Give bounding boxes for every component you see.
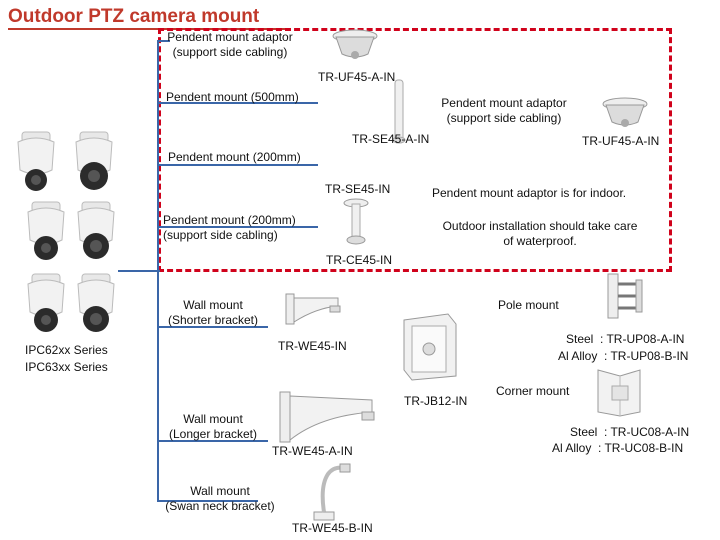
ptz-camera-icon bbox=[27, 201, 65, 260]
pendent-mount-adaptor-icon bbox=[332, 29, 378, 59]
wall-longer-label: Wall mount (Longer bracket) bbox=[168, 412, 258, 441]
ptz-camera-icon bbox=[77, 273, 115, 332]
pendent-adaptor-top-label: Pendent mount adaptor (support side cabl… bbox=[167, 30, 293, 59]
tr-se45-a-label: TR-SE45-A-IN bbox=[352, 132, 430, 146]
pendent-pole-500-icon bbox=[392, 79, 406, 144]
ptz-camera-icon bbox=[75, 131, 113, 190]
tr-uf45-right-label: TR-UF45-A-IN bbox=[582, 134, 660, 148]
corner-mount-icon bbox=[597, 369, 641, 417]
wall-shorter-label: Wall mount (Shorter bracket) bbox=[167, 298, 259, 327]
wall-swan-label: Wall mount (Swan neck bracket) bbox=[165, 484, 275, 513]
tr-uf45-top-label: TR-UF45-A-IN bbox=[318, 70, 396, 84]
camera-connector-line bbox=[118, 270, 160, 272]
branch-pendent-200 bbox=[158, 164, 318, 166]
pendent-200-side-label: Pendent mount (200mm) (support side cabl… bbox=[163, 213, 296, 242]
tr-we45-label: TR-WE45-IN bbox=[278, 339, 347, 353]
pendent-500-label: Pendent mount (500mm) bbox=[166, 90, 299, 104]
corner-al-label: Al Alloy : TR-UC08-B-IN bbox=[552, 441, 684, 455]
camera-series-label: IPC63xx Series bbox=[25, 360, 108, 374]
indoor-note: Pendent mount adaptor is for indoor. bbox=[432, 186, 627, 200]
pendent-pole-200-icon bbox=[343, 198, 369, 245]
title-underline bbox=[8, 28, 290, 30]
indoor-mount-group-box bbox=[158, 28, 672, 272]
branch-wall-swan bbox=[158, 500, 258, 502]
tr-we45-b-label: TR-WE45-B-IN bbox=[292, 521, 373, 535]
corner-steel-label: Steel : TR-UC08-A-IN bbox=[570, 425, 690, 439]
pole-mount-label: Pole mount bbox=[498, 298, 559, 312]
ptz-camera-icon bbox=[17, 131, 55, 191]
ptz-camera-icon bbox=[77, 201, 115, 259]
tr-ce45-label: TR-CE45-IN bbox=[326, 253, 393, 267]
main-vertical-wire bbox=[157, 40, 159, 502]
branch-wall-shorter bbox=[158, 326, 268, 328]
pendent-adaptor-right-label: Pendent mount adaptor (support side cabl… bbox=[441, 96, 567, 125]
branch-pendent-500 bbox=[158, 102, 318, 104]
tr-se45-label: TR-SE45-IN bbox=[325, 182, 391, 196]
pole-al-label: Al Alloy : TR-UP08-B-IN bbox=[558, 349, 689, 363]
pole-steel-label: Steel : TR-UP08-A-IN bbox=[566, 332, 685, 346]
branch-wall-longer bbox=[158, 440, 268, 442]
junction-box-icon bbox=[403, 313, 457, 381]
camera-series-label: IPC62xx Series bbox=[25, 343, 108, 357]
pole-mount-icon bbox=[607, 273, 643, 319]
tr-we45-a-label: TR-WE45-A-IN bbox=[272, 444, 353, 458]
corner-mount-label: Corner mount bbox=[496, 384, 570, 398]
wall-mount-short-bracket-icon bbox=[285, 293, 341, 325]
pendent-200-label: Pendent mount (200mm) bbox=[168, 150, 301, 164]
waterproof-note: Outdoor installation should take care of… bbox=[442, 219, 638, 248]
wall-mount-long-bracket-icon bbox=[279, 391, 375, 443]
ptz-camera-icon bbox=[27, 273, 65, 332]
page-title: Outdoor PTZ camera mount bbox=[8, 6, 260, 27]
swan-neck-bracket-icon bbox=[313, 463, 351, 521]
tr-jb12-label: TR-JB12-IN bbox=[404, 394, 468, 408]
pendent-mount-adaptor-icon bbox=[602, 97, 648, 127]
branch-pendent-adaptor bbox=[158, 40, 170, 42]
branch-pendent-200-side bbox=[158, 226, 318, 228]
